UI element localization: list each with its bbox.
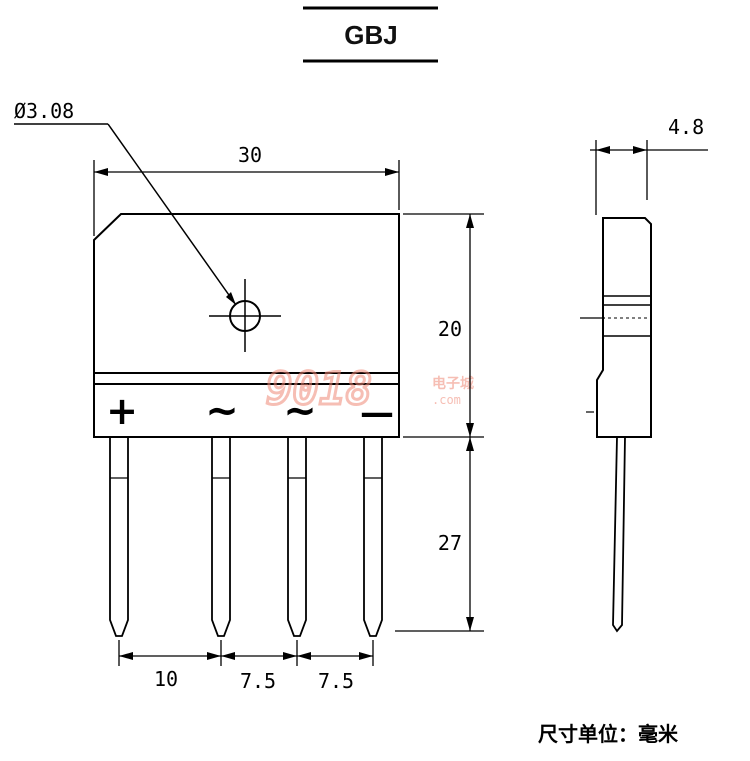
watermark-dotcom: .com	[432, 393, 461, 407]
p-arrow-2	[207, 652, 221, 660]
thick-arrow-left	[596, 146, 610, 154]
thickness-dimension	[590, 140, 708, 215]
watermark-number: 9018	[266, 364, 372, 415]
lead-plus	[109, 437, 129, 637]
width-arrow-left	[94, 168, 108, 176]
p-arrow-1	[119, 652, 133, 660]
pitch-second-label: 7.5	[240, 669, 276, 693]
unit-note: 尺寸单位：毫米	[538, 722, 679, 746]
pin-ac1-symbol: ~	[205, 388, 239, 434]
pin-markings: + ~ ~ —	[106, 388, 394, 434]
pin-ac2-symbol: ~	[283, 388, 317, 434]
side-view	[580, 217, 652, 633]
p-arrow-4	[283, 652, 297, 660]
pitch-dimensions	[118, 640, 374, 666]
height-dimensions	[395, 213, 484, 632]
side-lead	[612, 436, 626, 633]
package-body	[93, 213, 400, 438]
p-arrow-5	[297, 652, 311, 660]
width-label: 30	[238, 143, 262, 167]
h-arrow-1	[466, 214, 474, 228]
hole-diameter-callout	[14, 123, 237, 306]
lead-ac2	[287, 437, 307, 637]
h-arrow-2	[466, 423, 474, 437]
p-arrow-6	[359, 652, 373, 660]
lead-length-label: 27	[438, 531, 462, 555]
lead-minus	[363, 437, 383, 637]
h-arrow-4	[466, 617, 474, 631]
thickness-label: 4.8	[668, 115, 704, 139]
hole-diameter-label: Ø3.08	[14, 99, 74, 123]
title: GBJ	[344, 20, 397, 50]
thick-arrow-right	[633, 146, 647, 154]
side-body	[596, 217, 652, 438]
width-arrow-right	[385, 168, 399, 176]
watermark-cn: 电子城	[432, 375, 474, 392]
title-block: GBJ	[303, 6, 438, 63]
watermark-logo: 9018 电子城 .com	[265, 363, 475, 417]
lead-ac1	[211, 437, 231, 637]
callout-leader	[107, 123, 237, 306]
width-dimension	[93, 160, 400, 236]
p-arrow-3	[221, 652, 235, 660]
pitch-first-label: 10	[154, 667, 178, 691]
h-arrow-3	[466, 437, 474, 451]
pitch-third-label: 7.5	[318, 669, 354, 693]
front-view	[93, 213, 400, 637]
pin-plus-symbol: +	[106, 389, 138, 433]
height-label: 20	[438, 317, 462, 341]
callout-arrowhead	[226, 292, 236, 305]
pin-minus-symbol: —	[360, 393, 394, 433]
